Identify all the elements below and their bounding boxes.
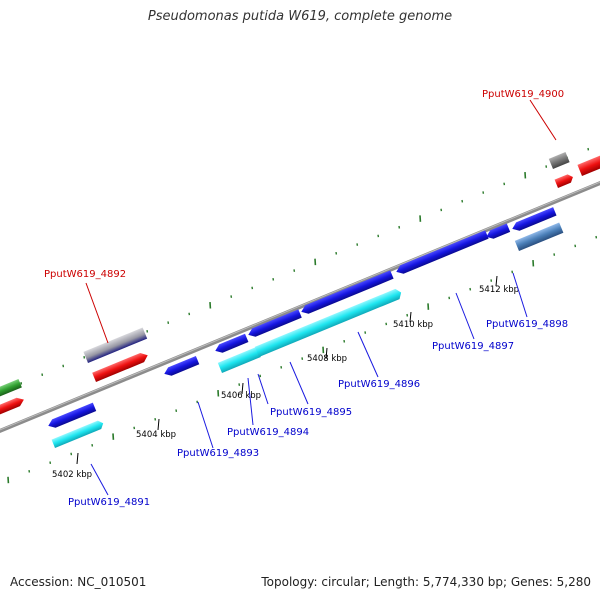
gene-label[interactable]: PputW619_4893 bbox=[177, 448, 259, 459]
gene-feature[interactable] bbox=[548, 151, 570, 169]
gene-label[interactable]: PputW619_4891 bbox=[68, 497, 150, 508]
gene-feature[interactable] bbox=[83, 327, 148, 363]
gene-feature[interactable] bbox=[395, 230, 489, 276]
map-title: Pseudomonas putida W619, complete genome bbox=[147, 9, 453, 24]
accession-text: Accession: NC_010501 bbox=[10, 575, 147, 589]
gene-feature[interactable] bbox=[0, 379, 22, 398]
gene-feature[interactable] bbox=[514, 222, 564, 251]
gene-feature[interactable] bbox=[47, 402, 97, 430]
gene-feature[interactable] bbox=[247, 309, 302, 339]
gene-label[interactable]: PputW619_4900 bbox=[482, 89, 564, 100]
tick-label: 5404 kbp bbox=[136, 430, 176, 440]
feature-layer bbox=[0, 151, 600, 448]
gene-label[interactable]: PputW619_4895 bbox=[270, 407, 352, 418]
tick-label: 5408 kbp bbox=[307, 354, 347, 364]
genome-backbone bbox=[0, 180, 600, 434]
gene-label-layer: PputW619_4891 PputW619_4892 PputW619_489… bbox=[44, 89, 568, 508]
gene-feature[interactable] bbox=[92, 351, 149, 382]
gene-feature[interactable] bbox=[217, 346, 261, 373]
gene-feature[interactable] bbox=[51, 419, 105, 448]
gene-label[interactable]: PputW619_4892 bbox=[44, 269, 126, 280]
genome-summary-text: Topology: circular; Length: 5,774,330 bp… bbox=[261, 575, 591, 589]
tick-label: 5410 kbp bbox=[393, 320, 433, 330]
leader-lines bbox=[85, 99, 557, 496]
gene-label[interactable]: PputW619_4897 bbox=[432, 341, 514, 352]
gene-label[interactable]: PputW619_4896 bbox=[338, 379, 420, 390]
gene-feature[interactable] bbox=[300, 270, 394, 316]
gene-feature[interactable] bbox=[511, 207, 557, 233]
genome-map[interactable]: 5402 kbp 5404 kbp 5406 kbp 5408 kbp 5410… bbox=[0, 0, 600, 560]
tick-label: 5406 kbp bbox=[221, 391, 261, 401]
tick-label: 5402 kbp bbox=[52, 470, 92, 480]
gene-label[interactable]: PputW619_4894 bbox=[227, 427, 309, 438]
gene-feature[interactable] bbox=[254, 287, 403, 357]
gene-feature[interactable] bbox=[485, 223, 511, 241]
outer-dotted-track bbox=[0, 147, 590, 396]
gene-feature[interactable] bbox=[214, 333, 249, 355]
gene-feature[interactable] bbox=[577, 153, 600, 176]
gene-feature[interactable] bbox=[554, 173, 575, 188]
inner-dotted-track bbox=[7, 235, 598, 484]
tick-label-layer: 5402 kbp 5404 kbp 5406 kbp 5408 kbp 5410… bbox=[52, 275, 519, 480]
gene-feature[interactable] bbox=[0, 395, 26, 416]
genome-backbone-highlight bbox=[0, 181, 600, 431]
gene-label[interactable]: PputW619_4898 bbox=[486, 319, 568, 330]
tick-label: 5412 kbp bbox=[479, 285, 519, 295]
gene-feature[interactable] bbox=[163, 355, 200, 378]
